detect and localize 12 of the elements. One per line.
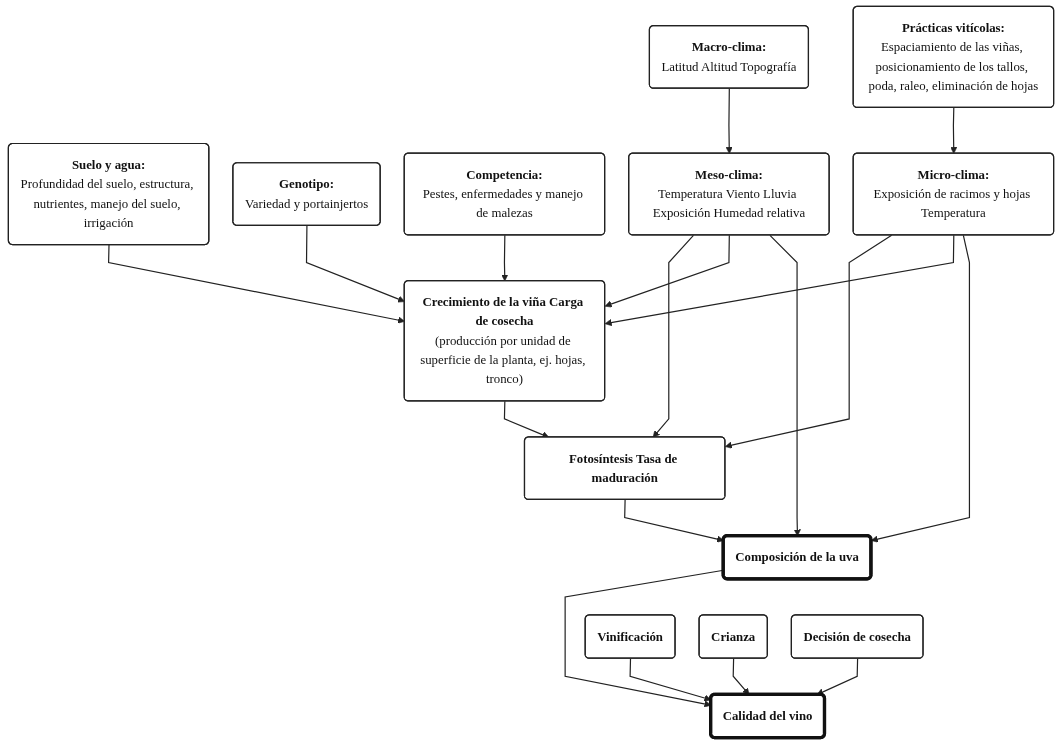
arrow	[725, 88, 733, 154]
arrow	[732, 658, 750, 695]
arrow	[108, 244, 405, 324]
arrow	[950, 107, 958, 154]
arrow	[871, 234, 971, 543]
arrow	[604, 234, 955, 327]
arrow	[725, 234, 893, 449]
arrow	[604, 234, 730, 308]
arrow	[652, 234, 695, 438]
arrow	[501, 234, 509, 282]
arrow	[816, 658, 859, 696]
arrow	[305, 225, 405, 303]
